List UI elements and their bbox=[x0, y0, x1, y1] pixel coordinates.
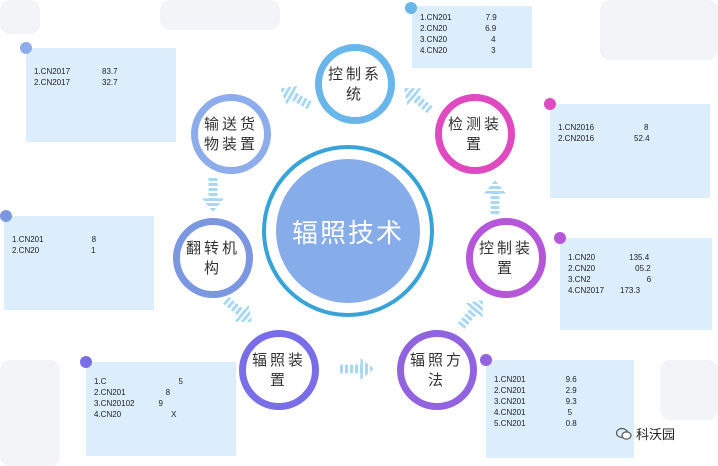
card-marker-dot bbox=[554, 232, 566, 244]
node-control-device: 控制装置 bbox=[466, 218, 546, 298]
card-marker-dot bbox=[20, 42, 32, 54]
background-tile bbox=[160, 0, 280, 30]
background-tile bbox=[0, 0, 40, 34]
watermark-text: 科沃园 bbox=[636, 428, 676, 443]
flow-arrow bbox=[202, 178, 224, 212]
node-irradiation-method: 辐照方法 bbox=[397, 330, 477, 410]
flow-arrow bbox=[340, 358, 374, 380]
node-label: 控制装置 bbox=[478, 239, 533, 277]
flow-arrow bbox=[453, 293, 492, 333]
card-marker-dot bbox=[0, 210, 12, 222]
card-marker-dot bbox=[544, 98, 556, 110]
center-hub: 辐照技术 bbox=[276, 159, 420, 303]
flow-arrow bbox=[219, 292, 259, 331]
node-label: 翻转机构 bbox=[185, 239, 240, 277]
flow-arrow bbox=[397, 80, 437, 119]
flow-arrow bbox=[275, 79, 315, 115]
node-label: 输送货物装置 bbox=[203, 115, 258, 153]
node-label: 辐照装置 bbox=[251, 351, 306, 389]
node-flip-mechanism: 翻转机构 bbox=[173, 218, 253, 298]
node-label: 控制系统 bbox=[327, 65, 382, 103]
wechat-icon bbox=[616, 427, 632, 440]
background-tile bbox=[660, 360, 718, 420]
card-marker-dot bbox=[480, 354, 492, 366]
watermark: 科沃园 bbox=[616, 424, 675, 443]
card-marker-dot bbox=[80, 356, 92, 368]
node-detect: 检测装置 bbox=[435, 94, 515, 174]
flow-arrow bbox=[484, 180, 506, 214]
node-control-system: 控制系统 bbox=[315, 44, 395, 124]
node-label: 检测装置 bbox=[447, 115, 502, 153]
background-tile bbox=[600, 0, 718, 60]
node-label: 辐照方法 bbox=[409, 351, 464, 389]
card-marker-dot bbox=[405, 2, 417, 14]
node-irradiation-device: 辐照装置 bbox=[239, 330, 319, 410]
background-tile bbox=[0, 360, 60, 466]
node-conveying-device: 输送货物装置 bbox=[191, 94, 271, 174]
